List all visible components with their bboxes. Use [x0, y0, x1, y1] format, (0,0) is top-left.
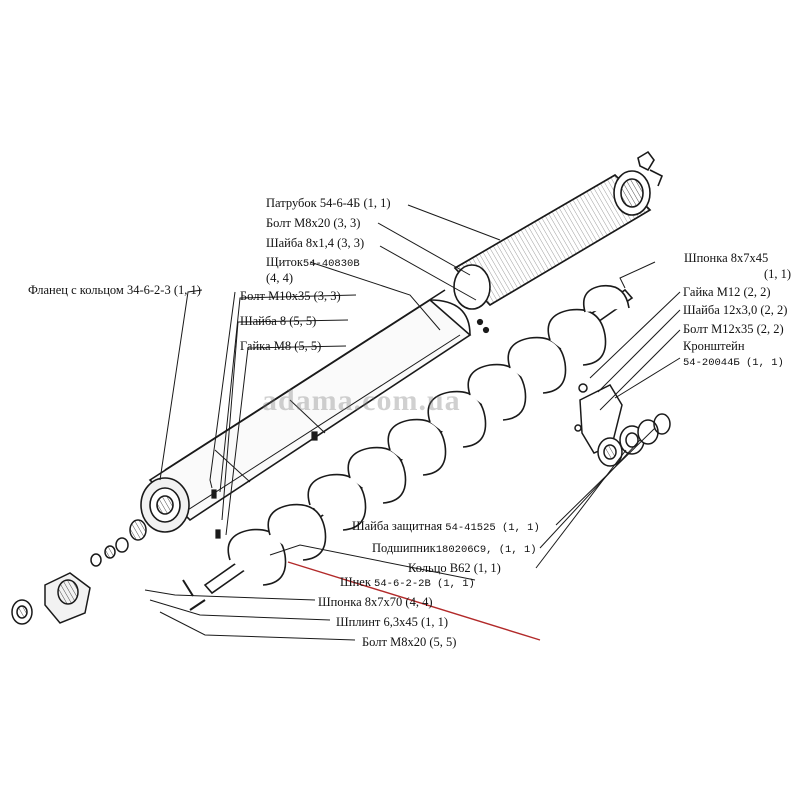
label-shchitok-qty: (4, 4): [266, 271, 294, 285]
label-shplint: Шплинт 6,3х45 (1, 1): [336, 615, 449, 629]
label-flanets: Фланец с кольцом 34-6-2-3 (1, 1): [28, 283, 201, 297]
label-shchitok: Щиток54-40830В: [266, 255, 360, 271]
label-shchitok-code: 54-40830В: [302, 258, 360, 270]
label-kronshtein: Кронштейн: [683, 339, 745, 353]
label-podshipnik-name: Подшипник: [372, 541, 436, 555]
watermark: adama.com.ua: [262, 384, 461, 417]
label-bolt-m8x20-bottom: Болт М8х20 (5, 5): [362, 635, 457, 649]
label-shaiba-zashchitnaya: Шайба защитная 54-41525 (1, 1): [352, 519, 540, 535]
auger-screw: [203, 284, 634, 595]
label-podshipnik: Подшипник180206С9, (1, 1): [372, 541, 537, 557]
label-bolt-m8x20-top: Болт М8х20 (3, 3): [266, 216, 361, 230]
label-shnek-name: Шнек: [340, 575, 371, 589]
label-podshipnik-code: 180206С9, (1, 1): [435, 544, 537, 556]
label-shaiba-12x30: Шайба 12х3,0 (2, 2): [683, 303, 788, 317]
fasteners: [182, 318, 490, 611]
bearing-assembly: [574, 383, 671, 467]
label-shaiba-zashchitnaya-code: 54-41525 (1, 1): [445, 522, 540, 534]
label-kronshtein-code: 54-20044Б (1, 1): [683, 357, 784, 369]
label-bolt-m12x35: Болт М12х35 (2, 2): [683, 322, 784, 336]
label-shaiba-zashchitnaya-name: Шайба защитная: [352, 519, 443, 533]
drive-end-parts: [11, 519, 147, 625]
leader-lines: [144, 204, 681, 641]
label-shponka-8x7x45-qty: (1, 1): [764, 267, 792, 281]
label-shponka-8x7x70: Шпонка 8х7х70 (4, 4): [318, 595, 433, 609]
label-shnek: Шнек 54-6-2-2В (1, 1): [340, 575, 475, 591]
label-shaiba-8: Шайба 8 (5, 5): [240, 314, 317, 328]
label-koltso-b62: Кольцо В62 (1, 1): [408, 561, 501, 575]
label-patrubok: Патрубок 54-6-4Б (1, 1): [266, 196, 391, 210]
pointer-arrow: [287, 561, 541, 641]
label-shponka-8x7x45: Шпонка 8х7х45: [684, 251, 769, 265]
label-shaiba-8x14: Шайба 8х1,4 (3, 3): [266, 236, 365, 250]
label-shchitok-name: Щиток: [266, 255, 303, 269]
upper-tube: [453, 150, 664, 310]
label-gaika-m8: Гайка М8 (5, 5): [240, 339, 322, 353]
label-gaika-m12: Гайка М12 (2, 2): [683, 285, 771, 299]
label-bolt-m10x35: Болт М10х35 (3, 3): [240, 289, 341, 303]
label-shnek-code: 54-6-2-2В (1, 1): [374, 578, 475, 590]
flange-ring: [140, 477, 190, 533]
